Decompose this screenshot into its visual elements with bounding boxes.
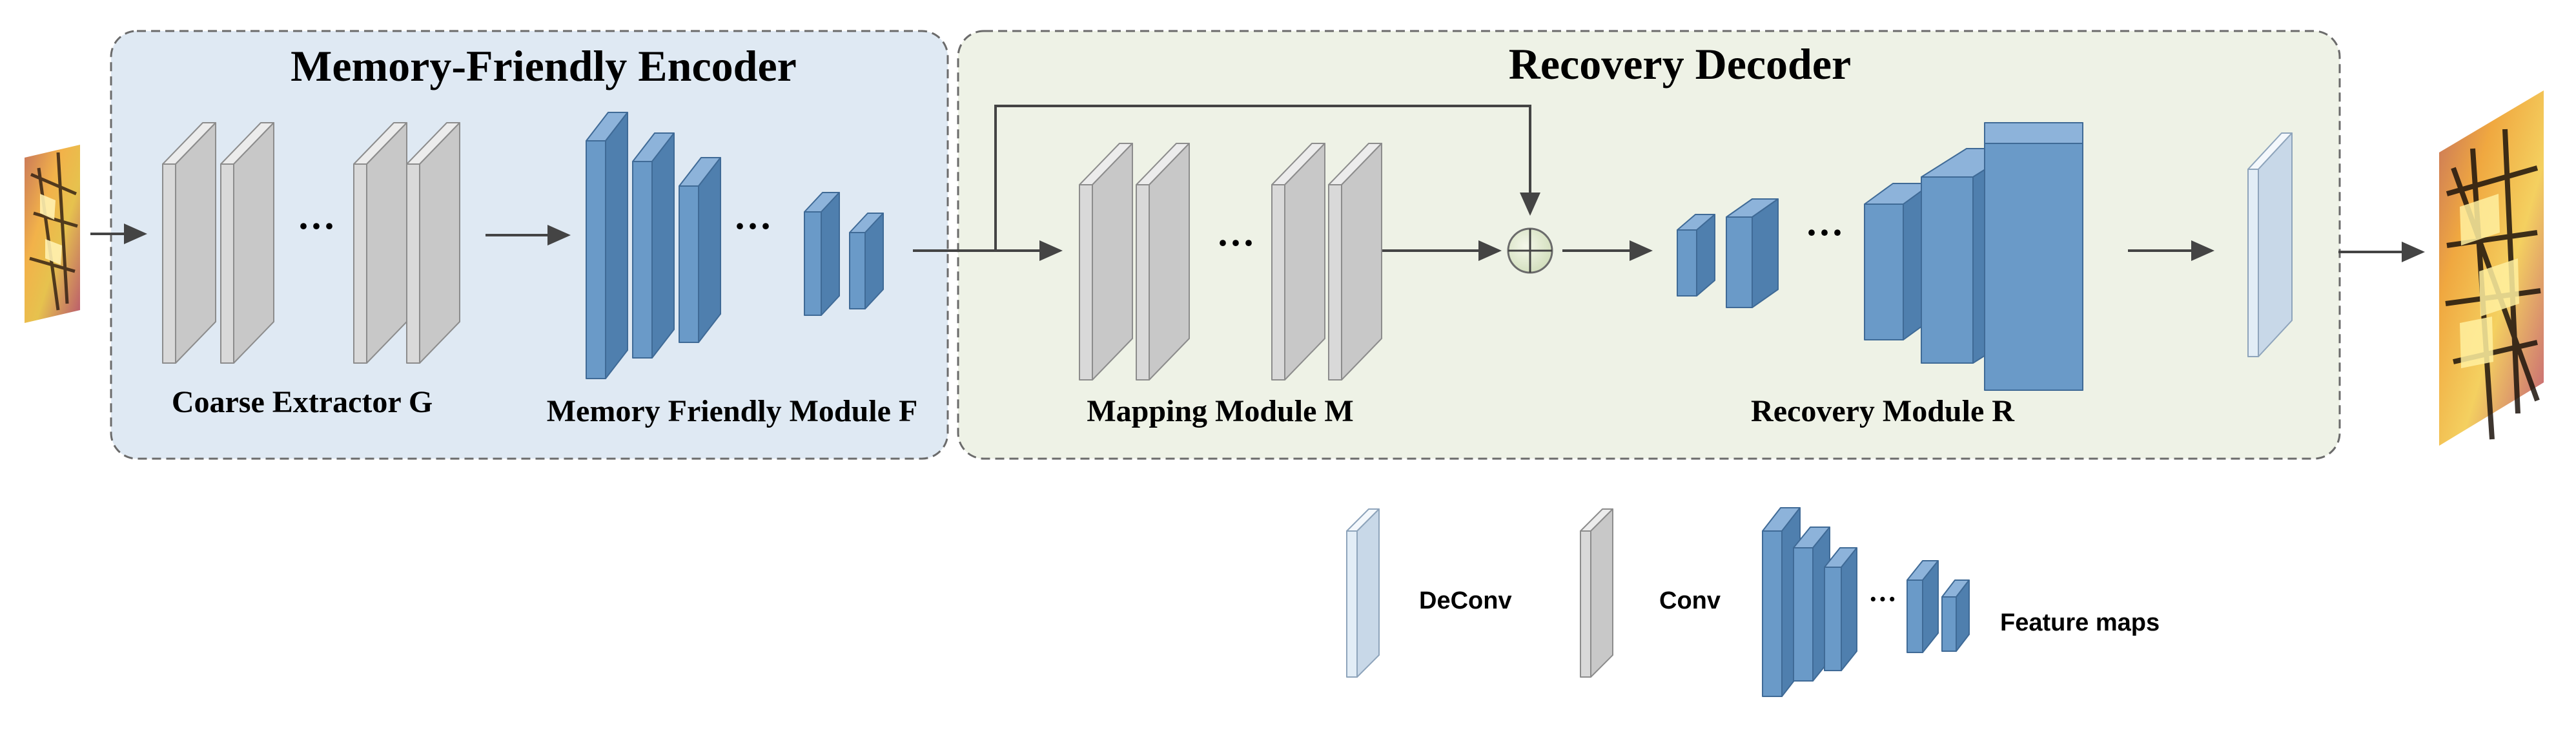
- memory-friendly-module-label: Memory Friendly Module F: [547, 394, 918, 428]
- feature-map-f2: [632, 132, 675, 359]
- feature-map-f4: [804, 192, 840, 316]
- layer-blocks: [162, 112, 2293, 697]
- skip-connection: [994, 105, 1540, 251]
- encoder-region: Memory-Friendly Encoder: [110, 30, 949, 460]
- feature-map-f5: [849, 213, 884, 309]
- recovery-module-label: Recovery Module R: [1751, 394, 2015, 428]
- output-image: [2439, 90, 2544, 446]
- conv-layer-g1: [162, 122, 216, 364]
- conv-layer-m2: [1136, 143, 1190, 381]
- conv-layer-m1: [1079, 143, 1133, 381]
- feature-map-r1: [1677, 214, 1715, 297]
- feature-map-f1: [586, 112, 628, 379]
- connection-arrows: [90, 105, 2425, 262]
- encoder-box: [110, 30, 949, 460]
- legend-feature-map-4: [1906, 560, 1939, 653]
- feature-map-r5: [1984, 122, 2083, 391]
- legend-conv-label: Conv: [1659, 587, 1721, 614]
- feature-map-f3: [679, 157, 721, 343]
- conv-layer-m3: [1271, 143, 1325, 381]
- ellipsis-memory: ···: [733, 205, 772, 247]
- legend: DeConv Conv Feature maps: [1419, 587, 2160, 636]
- coarse-extractor-label: Coarse Extractor G: [172, 385, 433, 419]
- conv-layer-g2: [220, 122, 274, 364]
- legend-feature-maps-label: Feature maps: [2000, 609, 2160, 636]
- mapping-module-label: Mapping Module M: [1087, 394, 1353, 428]
- ellipsis-coarse: ···: [297, 205, 336, 247]
- legend-conv-symbol: [1580, 508, 1613, 678]
- legend-deconv-label: DeConv: [1419, 587, 1512, 614]
- input-image: [25, 145, 80, 323]
- deconv-layer-output: [2247, 132, 2293, 357]
- ellipsis-recovery: ···: [1805, 211, 1844, 254]
- legend-feature-map-3: [1824, 547, 1857, 671]
- legend-feature-map-5: [1941, 579, 1970, 652]
- conv-layer-g4: [406, 122, 460, 364]
- sum-node: [1507, 227, 1553, 274]
- decoder-title: Recovery Decoder: [1509, 39, 1852, 89]
- feature-map-r2: [1726, 198, 1779, 308]
- conv-layer-g3: [353, 122, 407, 364]
- encoder-title: Memory-Friendly Encoder: [291, 41, 797, 90]
- legend-deconv-symbol: [1346, 508, 1380, 678]
- conv-layer-m4: [1328, 143, 1382, 381]
- ellipsis-legend: ···: [1868, 583, 1897, 615]
- ellipsis-mapping: ···: [1216, 222, 1255, 264]
